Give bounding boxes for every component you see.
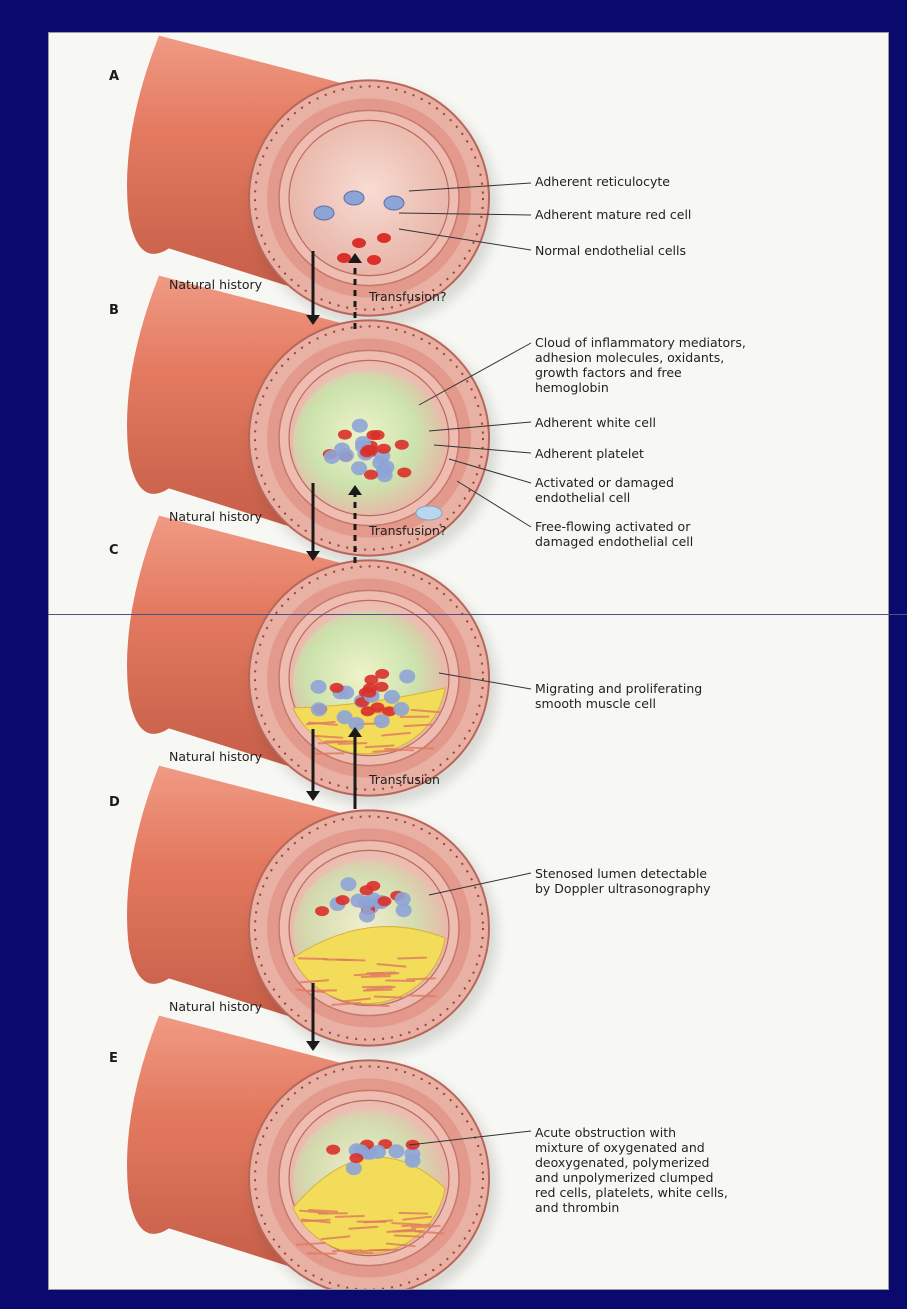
red-cell (377, 233, 391, 243)
label-stenosed-lumen: Stenosed lumen detectable by Doppler ult… (535, 866, 711, 896)
red-cell (338, 430, 352, 440)
smooth-muscle-cell (407, 995, 435, 996)
reticulocyte-cell (384, 196, 404, 210)
smooth-muscle-cell (336, 1216, 364, 1217)
red-cell (367, 255, 381, 265)
white-cell (374, 714, 390, 728)
reticulocyte-cell (344, 191, 364, 205)
smooth-muscle-cell (370, 1250, 398, 1251)
transfusion-label: Transfusion (369, 772, 440, 787)
smooth-muscle-cell (398, 958, 426, 959)
smooth-muscle-cell (362, 976, 390, 977)
smooth-muscle-cell (407, 978, 435, 979)
white-cell (346, 1161, 362, 1175)
red-cell (362, 445, 376, 455)
red-cell (377, 896, 391, 906)
vessel-diagram (49, 33, 888, 1289)
transfusion-question-label-2: Transfusion? (369, 523, 447, 538)
white-cell (311, 680, 327, 694)
white-cell (352, 419, 368, 433)
red-cell (326, 1145, 340, 1155)
stage-letter-d: D (109, 795, 120, 810)
white-cell (395, 892, 411, 906)
red-cell (363, 683, 377, 693)
white-cell (340, 877, 356, 891)
smooth-muscle-cell (395, 1235, 423, 1236)
label-adherent-white-cell: Adherent white cell (535, 415, 656, 430)
label-acute-obstruction: Acute obstruction with mixture of oxygen… (535, 1125, 728, 1215)
white-cell (324, 450, 340, 464)
free-endothelial-cell (416, 506, 442, 520)
arrow-natural-history-3-head (306, 791, 320, 801)
slide-guide-line (48, 614, 907, 615)
natural-history-label-2: Natural history (169, 509, 262, 524)
label-normal-endothelial-cells: Normal endothelial cells (535, 243, 686, 258)
label-inflammatory-cloud: Cloud of inflammatory mediators, adhesio… (535, 335, 746, 395)
red-cell (397, 467, 411, 477)
white-cell (393, 702, 409, 716)
smooth-muscle-cell (400, 1213, 428, 1214)
smooth-muscle-cell (394, 1231, 422, 1232)
red-cell (361, 706, 375, 716)
smooth-muscle-cell (375, 997, 403, 998)
red-cell (315, 906, 329, 916)
white-cell (358, 896, 374, 910)
smooth-muscle-cell (299, 958, 327, 959)
red-cell (360, 885, 374, 895)
figure-panel: A B C D E Natural history Transfusion? N… (48, 32, 889, 1290)
white-cell (405, 1154, 421, 1168)
stage-letter-b: B (109, 303, 119, 318)
smooth-muscle-cell (364, 990, 392, 991)
white-cell (351, 461, 367, 475)
white-cell (311, 702, 327, 716)
white-cell (348, 717, 364, 731)
white-cell (359, 909, 375, 923)
red-cell (371, 430, 385, 440)
red-cell (330, 683, 344, 693)
stage-letter-a: A (109, 69, 119, 84)
red-cell (336, 895, 350, 905)
stage-letter-c: C (109, 543, 119, 558)
smooth-muscle-cell (338, 743, 366, 744)
red-cell (395, 440, 409, 450)
red-cell (337, 253, 351, 263)
white-cell (388, 1144, 404, 1158)
natural-history-label-3: Natural history (169, 749, 262, 764)
reticulocyte-cell (314, 206, 334, 220)
transfusion-question-label-1: Transfusion? (369, 289, 447, 304)
arrow-natural-history-4-head (306, 1041, 320, 1051)
red-cell (377, 444, 391, 454)
natural-history-label-1: Natural history (169, 277, 262, 292)
smooth-muscle-cell (324, 959, 352, 960)
white-cell (372, 456, 388, 470)
red-cell (375, 669, 389, 679)
label-adherent-reticulocyte: Adherent reticulocyte (535, 174, 670, 189)
white-cell (338, 448, 354, 462)
red-cell (349, 1153, 363, 1163)
label-smooth-muscle-cell: Migrating and proliferating smooth muscl… (535, 681, 702, 711)
natural-history-label-4: Natural history (169, 999, 262, 1014)
label-free-flowing-endothelial-cell: Free-flowing activated or damaged endoth… (535, 519, 693, 549)
label-adherent-mature-red-cell: Adherent mature red cell (535, 207, 691, 222)
vessel-stage-e (127, 1016, 497, 1289)
white-cell (399, 669, 415, 683)
white-cell (384, 690, 400, 704)
label-adherent-platelet: Adherent platelet (535, 446, 644, 461)
white-cell (370, 1145, 386, 1159)
smooth-muscle-cell (406, 747, 434, 748)
label-activated-endothelial-cell: Activated or damaged endothelial cell (535, 475, 674, 505)
stage-letter-e: E (109, 1051, 118, 1066)
red-cell (352, 238, 366, 248)
smooth-muscle-cell (363, 987, 391, 988)
